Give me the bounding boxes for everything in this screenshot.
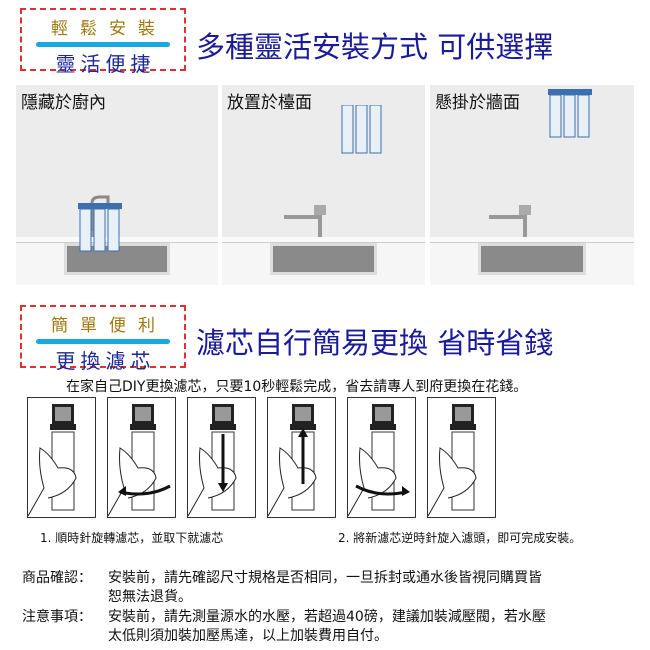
section2-headline: 濾芯自行簡易更換 省時省錢 — [196, 326, 554, 360]
filter-hand-icon — [107, 404, 171, 517]
countertop — [430, 237, 634, 243]
filter-unit-icon — [78, 203, 122, 252]
countertop — [222, 237, 425, 243]
step2-caption: 2. 將新濾芯逆時針旋入濾頭，即可完成安裝。 — [338, 531, 582, 545]
filter-hand-icon — [27, 404, 77, 517]
cabinet-opening — [478, 243, 586, 275]
filter-hand-icon — [187, 404, 237, 517]
step-illustration — [187, 397, 256, 518]
step-illustration — [107, 397, 176, 518]
filter-unit-icon — [341, 105, 382, 154]
step-illustration — [427, 397, 496, 518]
badge-top-text: 簡單便利 — [51, 316, 167, 336]
panel-under-sink: 隱藏於廚內 — [16, 85, 218, 285]
cabinet-opening — [270, 243, 377, 275]
filter-hand-icon — [427, 404, 477, 517]
filter-unit-icon — [548, 89, 592, 138]
note-key: 注意事項： — [22, 609, 92, 625]
panel-label: 隱藏於廚內 — [21, 93, 106, 113]
faucet-icon — [489, 205, 531, 237]
badge-easy-replace: 簡單便利 更換濾芯 — [20, 305, 186, 373]
diy-intro-text: 在家自己DIY更換濾芯，只要10秒輕鬆完成，省去請專人到府更換在花錢。 — [66, 379, 528, 395]
badge-divider — [36, 339, 170, 344]
filter-hand-icon — [347, 404, 410, 517]
panel-countertop: 放置於檯面 — [222, 85, 425, 285]
faucet-icon — [88, 195, 110, 237]
badge-bottom-text: 靈活便捷 — [55, 52, 156, 76]
panel-label: 懸掛於牆面 — [435, 93, 520, 113]
note-line: 恕無法退貨。 — [108, 589, 192, 605]
note-caution: 注意事項： 安裝前，請先測量源水的水壓，若超過40磅，建議加裝減壓閥，若水壓 太低… — [22, 608, 546, 646]
step-illustration — [267, 397, 336, 518]
faucet-icon — [284, 205, 326, 237]
note-line: 安裝前，請先確認尺寸規格是否相同，一旦拆封或通水後皆視同購買皆 — [108, 570, 542, 586]
filter-hand-icon — [267, 404, 317, 517]
panel-label: 放置於檯面 — [227, 93, 312, 113]
note-product-confirm: 商品確認： 安裝前，請先確認尺寸規格是否相同，一旦拆封或通水後皆視同購買皆 恕無法… — [22, 569, 542, 607]
section1-headline: 多種靈活安裝方式 可供選擇 — [196, 30, 554, 64]
badge-bottom-text: 更換濾芯 — [55, 349, 156, 373]
panel-wall-mount: 懸掛於牆面 — [430, 85, 634, 285]
note-line: 安裝前，請先測量源水的水壓，若超過40磅，建議加裝減壓閥，若水壓 — [108, 609, 546, 625]
badge-divider — [36, 42, 170, 47]
step1-caption: 1. 順時針旋轉濾芯，並取下就濾芯 — [40, 531, 224, 545]
note-key: 商品確認： — [22, 570, 92, 586]
badge-easy-install: 輕鬆安裝 靈活便捷 — [20, 8, 186, 76]
badge-top-text: 輕鬆安裝 — [51, 19, 167, 39]
step-illustration — [27, 397, 96, 518]
note-line: 太低則須加裝加壓馬達，以上加裝費用自付。 — [108, 628, 388, 644]
step-illustration — [347, 397, 416, 518]
